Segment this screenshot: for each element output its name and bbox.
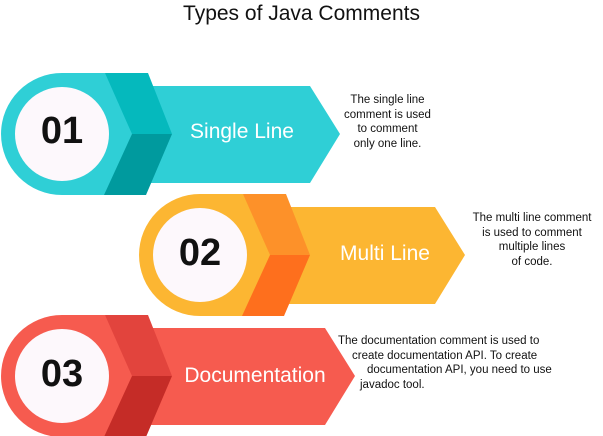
item-desc-3: The documentation comment is used to cre… bbox=[338, 334, 603, 392]
fold-top bbox=[105, 315, 172, 376]
desc-line: javadoc tool. bbox=[360, 378, 425, 391]
fold-bottom bbox=[104, 134, 172, 195]
desc-line: documentation API, you need to use bbox=[367, 364, 552, 376]
item-number-1: 01 bbox=[40, 110, 84, 152]
number-circle bbox=[15, 87, 109, 181]
desc-line: to comment bbox=[357, 123, 418, 135]
desc-line: is used to comment bbox=[482, 226, 582, 239]
item-shape-2 bbox=[139, 194, 465, 316]
desc-line: only one line. bbox=[353, 137, 422, 150]
fold-bottom bbox=[104, 376, 172, 436]
fold-top bbox=[243, 194, 310, 255]
item-desc-1: The single line comment is used to comme… bbox=[330, 93, 445, 151]
desc-line: The documentation comment is used to bbox=[338, 335, 540, 347]
fold-bottom bbox=[242, 255, 310, 316]
number-circle bbox=[15, 329, 109, 423]
item-label-1: Single Line bbox=[190, 120, 294, 143]
number-circle bbox=[153, 208, 247, 302]
desc-line: create documentation API. To create bbox=[352, 349, 538, 362]
item-desc-2: The multi line comment is used to commen… bbox=[462, 211, 602, 269]
desc-line: comment is used bbox=[344, 108, 431, 121]
item-shape-1 bbox=[1, 73, 340, 195]
desc-line: The single line bbox=[350, 94, 425, 106]
arrow-band bbox=[140, 328, 355, 425]
item-label-2: Multi Line bbox=[340, 242, 430, 265]
item-label-3: Documentation bbox=[184, 364, 326, 387]
item-number-3: 03 bbox=[40, 353, 84, 395]
item-number-2: 02 bbox=[178, 232, 222, 274]
item-shape-3 bbox=[1, 315, 355, 436]
arrow-band bbox=[140, 86, 340, 183]
desc-line: of code. bbox=[511, 255, 553, 268]
desc-line: multiple lines bbox=[498, 241, 566, 253]
fold-top bbox=[105, 73, 172, 134]
page-title: Types of Java Comments bbox=[183, 2, 420, 25]
arrow-band bbox=[278, 207, 465, 304]
desc-line: The multi line comment bbox=[472, 212, 592, 224]
